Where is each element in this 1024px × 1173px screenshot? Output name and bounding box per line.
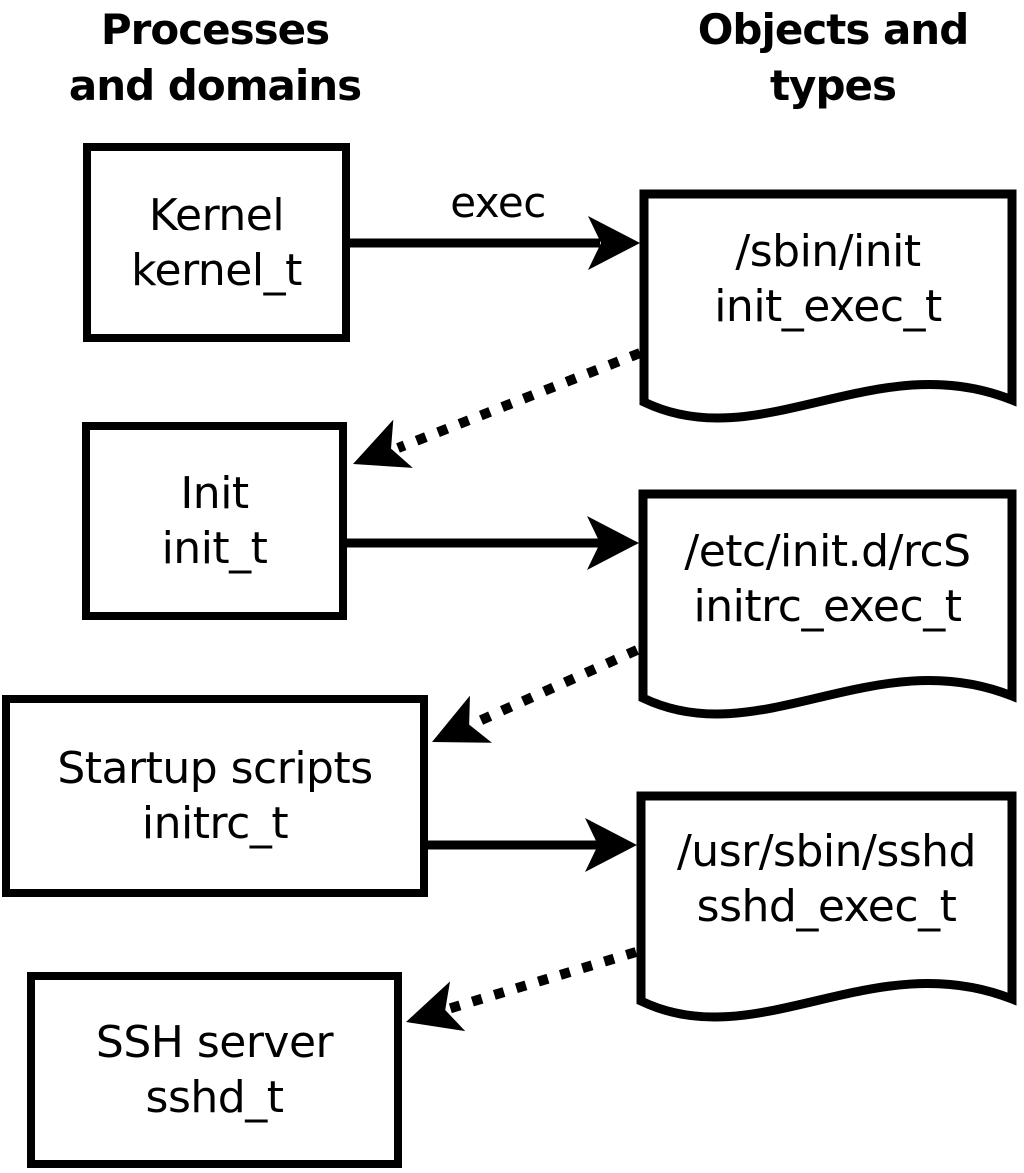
- process-name: Init: [180, 468, 249, 519]
- object-path: /sbin/init: [735, 226, 921, 277]
- solid-arrow-initrc-to-usr-sbin-sshd: [426, 818, 637, 872]
- process-name: SSH server: [95, 1017, 334, 1068]
- object-label-etc-initd-rcs: /etc/init.d/rcS initrc_exec_t: [643, 524, 1012, 634]
- document-shape-etc-initd-rcs: [638, 489, 1017, 719]
- process-box-startup-scripts: Startup scripts initrc_t: [2, 695, 428, 897]
- dotted-arrow-sbin-init-to-init: [353, 348, 642, 468]
- dotted-arrow-usr-sbin-sshd-to-sshd: [406, 947, 638, 1032]
- process-box-ssh-server: SSH server sshd_t: [27, 972, 402, 1168]
- process-name: Kernel: [148, 189, 285, 241]
- object-type: init_exec_t: [714, 281, 942, 332]
- heading-processes-and-domains: Processes and domains: [5, 2, 425, 114]
- document-shape-usr-sbin-sshd: [636, 791, 1017, 1022]
- process-domain-type: kernel_t: [131, 244, 302, 296]
- process-box-kernel: Kernel kernel_t: [83, 143, 350, 342]
- process-box-init: Init init_t: [82, 422, 347, 620]
- object-type: sshd_exec_t: [696, 881, 957, 932]
- object-type: initrc_exec_t: [693, 581, 962, 632]
- heading-line: types: [769, 61, 897, 110]
- solid-arrow-init-to-etc-initd-rcs: [345, 516, 639, 570]
- heading-line: and domains: [68, 61, 362, 110]
- process-domain-type: initrc_t: [141, 798, 289, 849]
- object-path: /usr/sbin/sshd: [676, 826, 977, 877]
- object-path: /etc/init.d/rcS: [684, 526, 971, 577]
- process-domain-type: init_t: [161, 523, 268, 574]
- process-domain-type: sshd_t: [145, 1072, 284, 1123]
- object-label-sbin-init: /sbin/init init_exec_t: [644, 224, 1012, 334]
- dotted-arrow-etc-initd-rcs-to-initrc: [432, 645, 640, 743]
- heading-objects-and-types: Objects and types: [620, 2, 1024, 114]
- exec-arrow-label: exec: [450, 178, 546, 227]
- document-shape-sbin-init: [639, 189, 1017, 423]
- object-label-usr-sbin-sshd: /usr/sbin/sshd sshd_exec_t: [641, 824, 1012, 934]
- process-name: Startup scripts: [57, 743, 373, 794]
- solid-arrow-kernel-to-sbin-init: [348, 216, 640, 270]
- heading-line: Objects and: [697, 5, 970, 54]
- heading-line: Processes: [100, 5, 330, 54]
